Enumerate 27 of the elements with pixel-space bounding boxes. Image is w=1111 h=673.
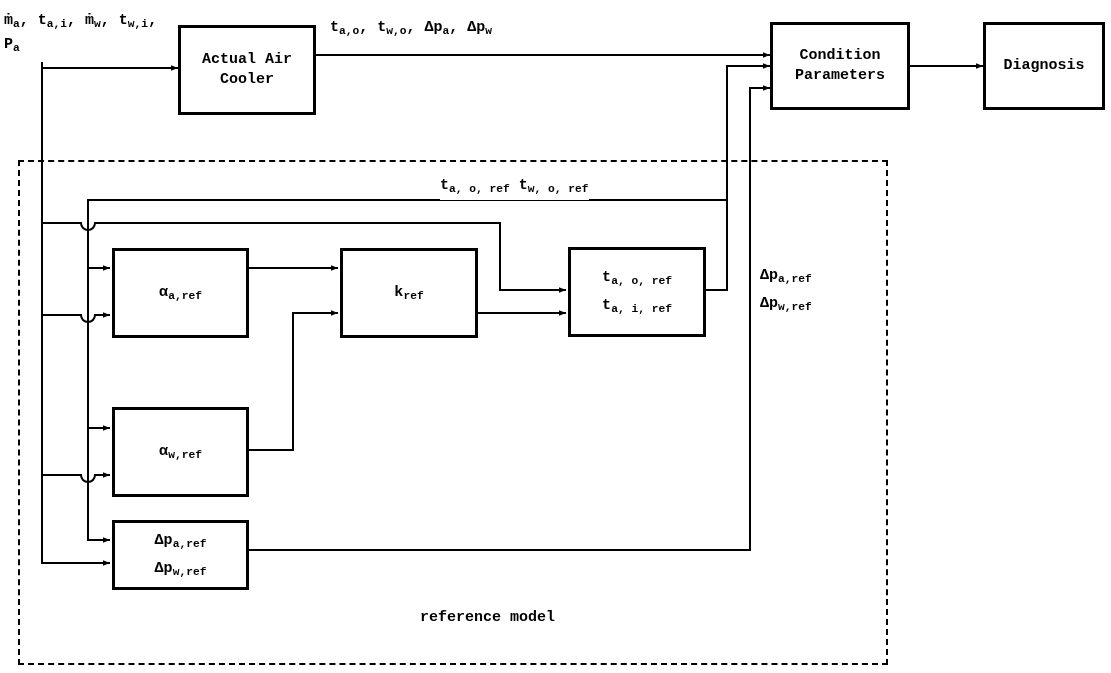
box-text: Condition Parameters	[794, 46, 886, 86]
process-box	[983, 22, 1105, 110]
arrow	[315, 52, 771, 58]
box-text: t$_{a, o, ref}$	[601, 268, 673, 288]
arrow	[475, 310, 567, 316]
group-title: reference model	[420, 607, 556, 628]
box-text: t$_{a, i, ref}$	[601, 296, 673, 316]
arrow	[909, 63, 984, 69]
process-box	[770, 22, 910, 110]
box-text: k$_{ref}$	[393, 283, 425, 303]
box-text: Actual Air Cooler	[201, 50, 293, 90]
process-box	[112, 407, 249, 497]
box-text: Δp$_{w,ref}$	[153, 559, 208, 579]
arrow	[246, 265, 339, 271]
box-text: ṁ$_{a}$, t$_{a,i}$, ṁ$_{w}$, t$_{w,i}$, P$_{a}$	[4, 11, 159, 56]
arrow	[41, 61, 567, 293]
process-box	[112, 248, 249, 338]
arrow	[246, 310, 339, 451]
box-text: Δp$_{a,ref}$	[153, 531, 208, 551]
arrow	[246, 85, 771, 551]
box-text: Diagnosis	[1002, 56, 1086, 76]
process-box	[112, 520, 249, 590]
process-box	[178, 25, 316, 115]
process-box	[340, 248, 478, 338]
process-box	[568, 247, 706, 337]
box-text: α$_{w,ref}$	[158, 442, 203, 462]
box-text: α$_{a,ref}$	[158, 283, 203, 303]
